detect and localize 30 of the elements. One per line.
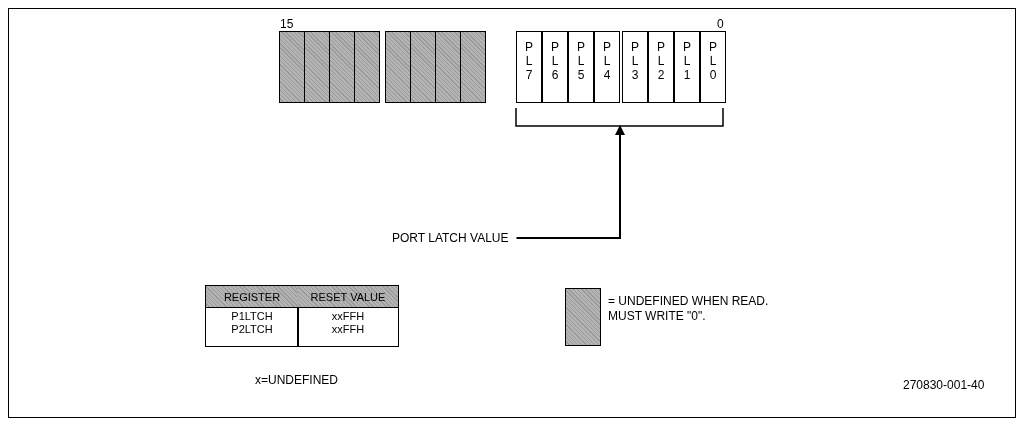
reserved-bit — [329, 31, 355, 103]
table-text: xxFFH — [330, 309, 366, 322]
table-text: P1LTCH — [230, 309, 274, 322]
reserved-bit — [279, 31, 305, 103]
bit-field: P L 1 — [674, 31, 700, 103]
bit-field: P L 7 — [516, 31, 542, 103]
leader-arrow — [515, 125, 625, 239]
bracket — [515, 107, 724, 127]
reserved-bit — [410, 31, 436, 103]
table-header: REGISTER — [206, 286, 298, 308]
footnote: x=UNDEFINED — [255, 373, 338, 387]
bit-field: P L 0 — [700, 31, 726, 103]
figure-number: 270830-001-40 — [903, 378, 985, 392]
table-header: RESET VALUE — [298, 286, 398, 308]
table-text: xxFFH — [330, 322, 366, 335]
reserved-bit — [435, 31, 461, 103]
table-text: P2LTCH — [230, 322, 274, 335]
bit-field: P L 6 — [542, 31, 568, 103]
legend-text: = UNDEFINED WHEN READ. MUST WRITE "0". — [608, 294, 770, 324]
bit-field: P L 2 — [648, 31, 674, 103]
reserved-bit — [354, 31, 380, 103]
reserved-bit — [304, 31, 330, 103]
bit-field: P L 4 — [594, 31, 620, 103]
bit-number: 15 — [280, 17, 294, 31]
bit-field: P L 5 — [568, 31, 594, 103]
reserved-bit — [385, 31, 411, 103]
callout-text: PORT LATCH VALUE — [392, 231, 509, 245]
bit-field: P L 3 — [622, 31, 648, 103]
reserved-bit — [460, 31, 486, 103]
bit-number: 0 — [717, 17, 724, 31]
